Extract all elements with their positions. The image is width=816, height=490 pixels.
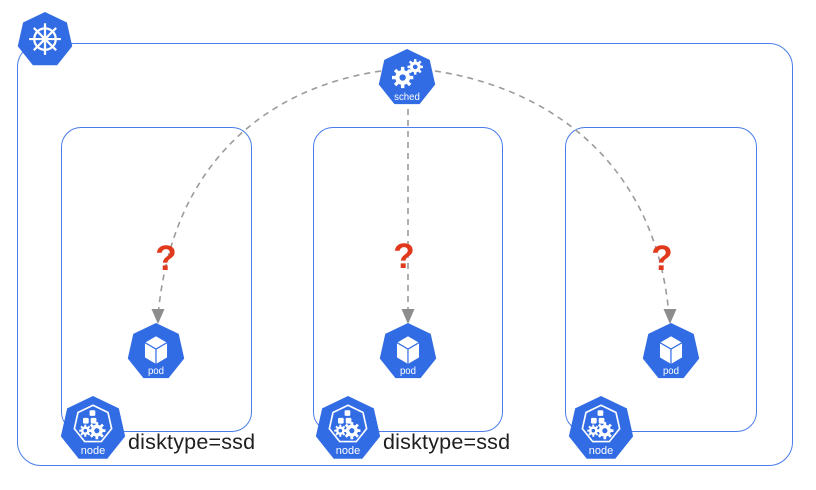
- scheduler-label: sched: [394, 92, 420, 103]
- question-mark-1: ?: [155, 239, 177, 278]
- node-label-annotation-1: disktype=ssd: [128, 430, 256, 454]
- pod-icon-2: pod: [379, 323, 437, 379]
- node-box-2: [313, 127, 503, 432]
- scheduler-icon: sched: [378, 49, 436, 105]
- node-label: node: [336, 445, 360, 457]
- node-icon-2: node: [315, 396, 381, 459]
- scheduling-arrow-right: [434, 70, 670, 317]
- pod-label: pod: [400, 366, 416, 377]
- cube-icon: [143, 334, 169, 366]
- cube-icon: [395, 334, 421, 366]
- pod-icon-1: pod: [127, 323, 185, 379]
- gear-icon: [390, 65, 415, 90]
- node-icon-1: node: [60, 396, 126, 459]
- question-mark-3: ?: [651, 239, 673, 278]
- cluster-boundary: [17, 43, 793, 466]
- helm-wheel-icon: [28, 22, 62, 57]
- pod-icon-3: pod: [642, 323, 700, 379]
- node-label: node: [81, 445, 105, 457]
- pod-label: pod: [663, 366, 679, 377]
- gear-icon: [406, 57, 425, 76]
- arrowhead-left-icon: [151, 309, 165, 324]
- node-label-annotation-2: disktype=ssd: [383, 430, 511, 454]
- cube-icon: [658, 334, 684, 366]
- node-box-3: [565, 127, 757, 432]
- node-box-1: [61, 127, 252, 432]
- pod-label: pod: [148, 366, 164, 377]
- arrowhead-middle-icon: [401, 309, 415, 324]
- node-icon-3: node: [568, 396, 634, 459]
- kubernetes-logo-icon: [17, 12, 73, 66]
- question-mark-2: ?: [393, 237, 415, 276]
- node-label: node: [589, 445, 613, 457]
- scheduling-arrow-left: [157, 70, 382, 317]
- arrowhead-right-icon: [663, 309, 677, 324]
